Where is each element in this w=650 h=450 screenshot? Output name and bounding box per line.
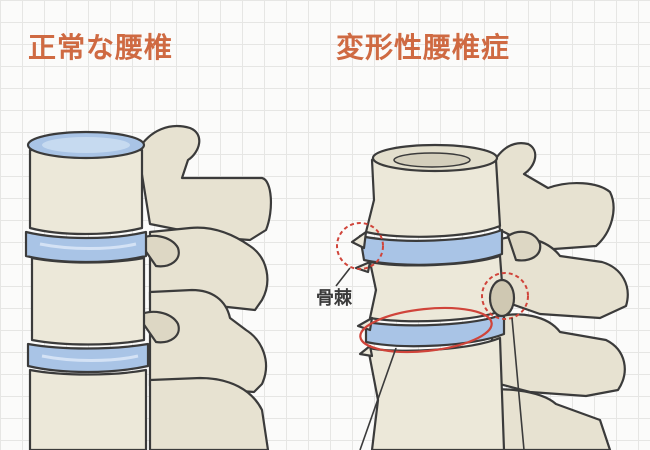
label-osteophyte: 骨棘 (316, 288, 352, 309)
leader-lines (335, 267, 525, 450)
title-normal-lumbar: 正常な腰椎 (28, 31, 174, 64)
disc-narrowing-ellipse-marker (359, 306, 493, 354)
narrowed-foramen (488, 278, 516, 318)
normal-posterior-processes (136, 124, 272, 450)
osteophyte-spurs (350, 230, 374, 358)
spine-deformed-illustration (350, 142, 629, 450)
highlight-markers (336, 222, 529, 354)
deformed-vertebral-bodies (364, 149, 506, 450)
normal-intervertebral-discs (24, 230, 150, 374)
osteophyte-circle-marker (336, 222, 384, 270)
foramen-circle-marker (481, 272, 529, 320)
spine-normal-illustration (24, 124, 272, 450)
deformed-intervertebral-discs (358, 228, 506, 348)
title-deformed-lumbar: 変形性腰椎症 (336, 31, 511, 64)
normal-vertebral-bodies (28, 148, 148, 450)
